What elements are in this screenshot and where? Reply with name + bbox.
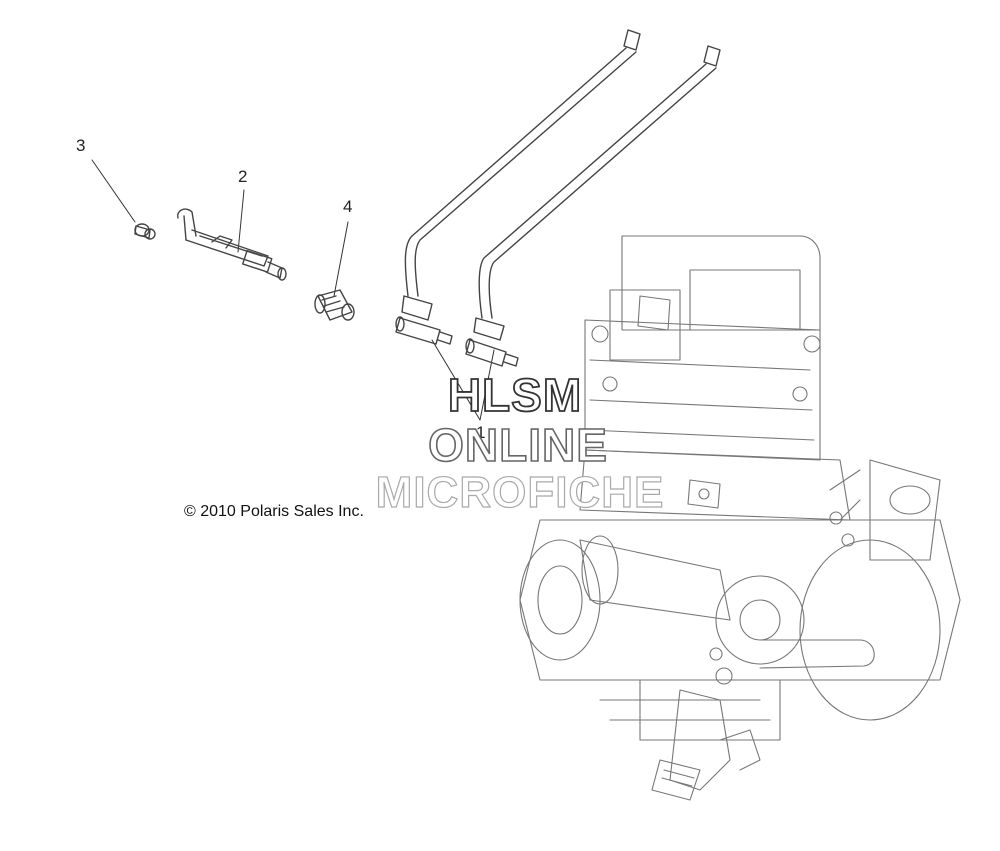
injector-1 [395, 316, 453, 345]
watermark-line-2: ONLINE [427, 418, 608, 472]
part-4-fitting [314, 289, 355, 321]
callout-1: 1 [476, 423, 486, 442]
part-3-cap [134, 223, 156, 240]
leader-lines [91, 159, 495, 421]
injector-2 [465, 338, 519, 367]
watermark-line-1: HLSM [447, 368, 583, 422]
copyright-notice: © 2010 Polaris Sales Inc. [184, 503, 364, 520]
fuel-hose-1 [401, 29, 641, 321]
callout-4: 4 [343, 197, 353, 216]
callout-2: 2 [238, 167, 248, 186]
callout-3: 3 [76, 136, 86, 155]
part-2-fuel-rail [177, 208, 287, 281]
watermark-line-3: MICROFICHE [375, 467, 665, 517]
fuel-hose-2 [473, 45, 721, 341]
engine-block [519, 235, 961, 801]
